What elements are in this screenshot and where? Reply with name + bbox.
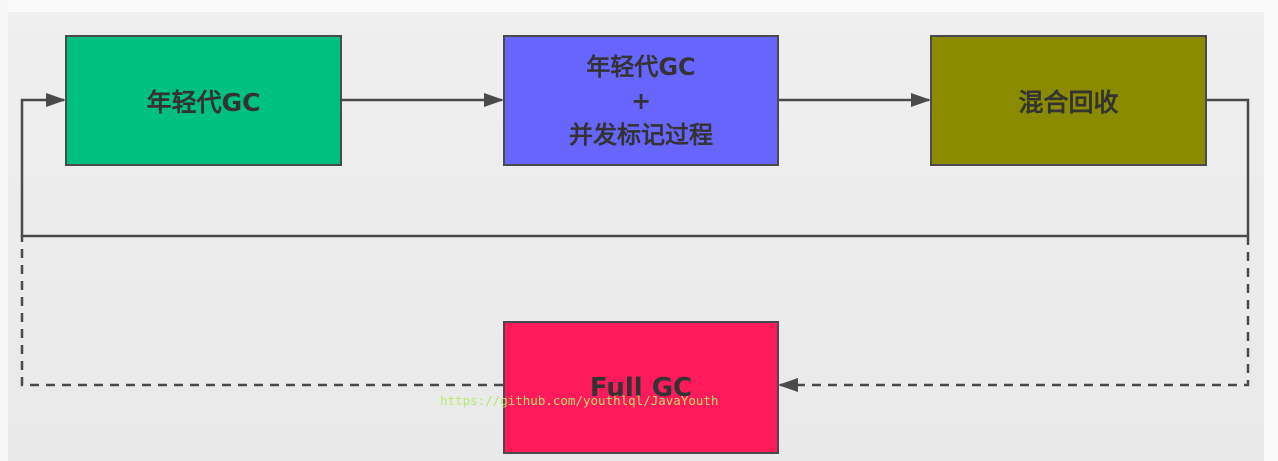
frame-border-top	[0, 0, 1278, 12]
young-gc-concurrent-mark-node: 年轻代GC + 并发标记过程	[503, 35, 779, 166]
full-gc-node: Full GC	[503, 321, 779, 454]
concurrent-node-line1: 年轻代GC	[586, 52, 696, 81]
concurrent-node-plus: +	[630, 86, 652, 115]
full-gc-label: Full GC	[589, 372, 693, 403]
watermark-url: https://github.com/youthlql/JavaYouth	[440, 393, 719, 408]
edge-dashed-to-full-gc	[778, 236, 1250, 392]
young-gc-node: 年轻代GC	[65, 35, 342, 166]
young-gc-label: 年轻代GC	[146, 87, 261, 117]
frame-border-right	[1264, 0, 1278, 461]
concurrent-node-line3: 并发标记过程	[569, 120, 713, 149]
mixed-collection-label: 混合回收	[1018, 87, 1119, 117]
edge-mixed-loop-to-young	[20, 93, 1250, 238]
mixed-collection-node: 混合回收	[930, 35, 1207, 166]
frame-border-left	[0, 0, 8, 461]
edge-dashed-from-full-gc	[20, 236, 503, 387]
